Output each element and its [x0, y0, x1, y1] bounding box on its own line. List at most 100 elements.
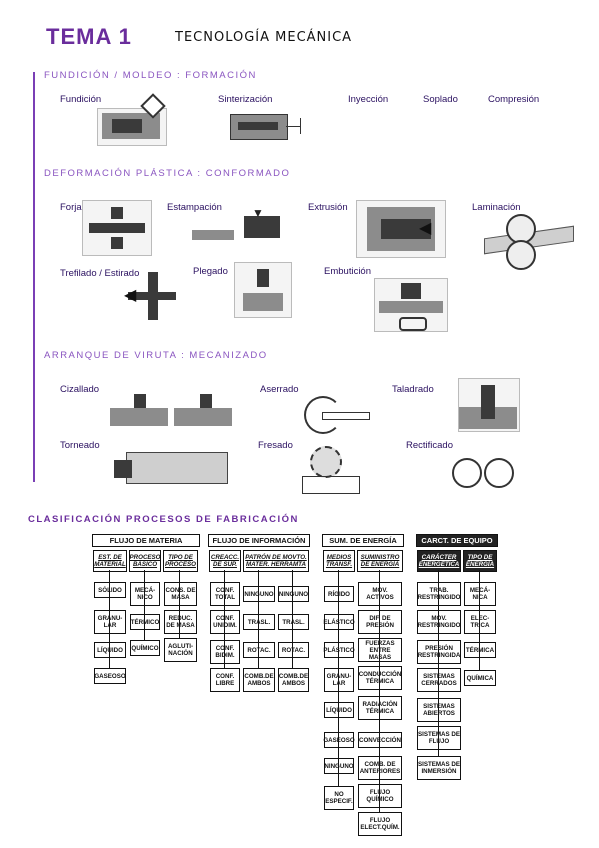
- connector-line: [224, 570, 225, 668]
- fundicion-figure: [97, 93, 167, 146]
- cell-flujo-electquim: FLUJO ELECT.QUÍM.: [358, 812, 402, 836]
- cell-sistemas-flujo: SISTEMAS DE FLUJO: [417, 726, 461, 750]
- cell-solido: SÓLIDO: [94, 582, 126, 598]
- cell-comb-anteriores: COMB. DE ANTERIORES: [358, 756, 402, 780]
- cell-ninguno-1: NINGUNO: [243, 586, 275, 602]
- embuticion-figure: [374, 278, 448, 332]
- cell-no-especif: NO ESPECIF.: [324, 786, 354, 810]
- cell-conf-total: CONF. TOTAL: [210, 582, 240, 606]
- aserrado-figure: [300, 392, 372, 436]
- sub-patron-movto: PATRÓN DE MOVTO. MATER. HERRAMTA: [243, 550, 309, 572]
- cell-ninguno-3: NINGUNO: [324, 758, 354, 774]
- cell-aglutinacion: AGLUTI-NACIÓN: [164, 638, 197, 662]
- header-flujo-informacion: FLUJO DE INFORMACIÓN: [208, 534, 310, 547]
- cell-mov-restringido: MOV. RESTRINGIDO: [417, 610, 461, 634]
- cell-trasl-1: TRASL.: [243, 614, 275, 630]
- cell-plastico: PLÁSTICO: [323, 642, 355, 658]
- cell-rigido: RÍGIDO: [324, 586, 354, 602]
- cell-presion-restringida: PRESIÓN RESTRINGIDA: [417, 640, 461, 664]
- cell-cons-masa: CONS. DE MASA: [164, 582, 197, 606]
- cell-termica: TÉRMICA: [464, 642, 496, 658]
- section-title-fundicion: FUNDICIÓN / MOLDEO : FORMACIÓN: [44, 70, 257, 81]
- page-subtitle: TECNOLOGÍA MECÁNICA: [175, 30, 353, 45]
- cell-mecanico: MECÁ-NICO: [130, 582, 160, 606]
- label-extrusion: Extrusión: [308, 202, 348, 213]
- rectificado-figure: [448, 456, 516, 488]
- sub-creacc-sup: CREACC. DE SUP.: [209, 550, 241, 572]
- section-margin-line: [33, 72, 35, 482]
- label-torneado: Torneado: [60, 440, 100, 451]
- cell-rotac-1: ROTAC.: [243, 642, 275, 658]
- cell-elastico: ELÁSTICO: [323, 614, 355, 630]
- cell-gaseoso-2: GASEOSO: [323, 732, 355, 748]
- taladrado-figure: [458, 378, 520, 432]
- section-title-deformacion: DEFORMACIÓN PLÁSTICA : CONFORMADO: [44, 168, 291, 179]
- extrusion-figure: ◀: [356, 200, 446, 258]
- cell-mov-activos: MOV. ACTIVOS: [358, 582, 402, 606]
- connector-line: [479, 570, 480, 670]
- label-plegado: Plegado: [193, 266, 228, 277]
- cell-rotac-2: ROTAC.: [278, 642, 309, 658]
- cell-ninguno-2: NINGUNO: [278, 586, 309, 602]
- cell-mecanica: MECÁ-NICA: [464, 582, 496, 606]
- connector-line: [179, 570, 180, 638]
- cell-conf-libre: CONF. LIBRE: [210, 668, 240, 692]
- cell-quimica: QUÍMICA: [464, 670, 496, 686]
- sub-tipo-energia: TIPO DE ENERGÍA: [463, 550, 497, 572]
- connector-line: [109, 570, 110, 668]
- connector-line: [438, 570, 439, 756]
- cizallado-figure: [110, 386, 236, 430]
- cell-electrica: ELEC-TRICA: [464, 610, 496, 634]
- cell-quimico: QUÍMICO: [130, 640, 160, 656]
- label-cizallado: Cizallado: [60, 384, 100, 395]
- estampacion-figure: ▼: [188, 206, 288, 250]
- label-aserrado: Aserrado: [260, 384, 299, 395]
- section-title-arranque: ARRANQUE DE VIRUTA : MECANIZADO: [44, 350, 268, 361]
- sub-est-material: EST. DE MATERIAL: [93, 550, 127, 572]
- cell-conveccion: CONVECCIÓN: [358, 732, 402, 748]
- cell-granular: GRANU-LAR: [94, 610, 126, 634]
- cell-granular-2: GRANU-LAR: [324, 668, 354, 692]
- label-embuticion: Embutición: [324, 266, 371, 277]
- cell-reduc-masa: REDUC. DE MASA: [164, 610, 197, 634]
- label-taladrado: Taladrado: [392, 384, 434, 395]
- forja-figure: [82, 200, 152, 256]
- classification-title: CLASIFICACIÓN PROCESOS DE FABRICACIÓN: [28, 514, 299, 525]
- sinterizacion-figure: [230, 108, 306, 144]
- connector-line: [379, 570, 380, 812]
- page-title: TEMA 1: [46, 24, 132, 49]
- sub-medios-transf: MEDIOS TRANSF.: [323, 550, 355, 572]
- cell-liquido: LÍQUIDO: [94, 642, 126, 658]
- cell-flujo-quimico: FLUJO QUÍMICO: [358, 784, 402, 808]
- cell-conduccion-termica: CONDUCCIÓN TÉRMICA: [358, 666, 402, 690]
- cell-sistemas-abiertos: SISTEMAS ABIERTOS: [417, 698, 461, 722]
- label-fundicion: Fundición: [60, 94, 102, 105]
- cell-radiacion-termica: RADIACIÓN TÉRMICA: [358, 696, 402, 720]
- fresado-figure: [300, 446, 362, 496]
- cell-trab-restringido: TRAB. RESTRINGIDO: [417, 582, 461, 606]
- label-compresion: Compresión: [488, 94, 540, 105]
- cell-comb-ambos-2: COMB.DE AMBOS: [278, 668, 309, 692]
- connector-line: [144, 570, 145, 640]
- connector-line: [292, 570, 293, 668]
- cell-dif-presion: DIF. DE PRESIÓN: [358, 610, 402, 634]
- label-estampacion: Estampación: [167, 202, 222, 213]
- label-inyeccion: Inyección: [348, 94, 389, 105]
- header-sum-energia: SUM. DE ENERGÍA: [322, 534, 404, 547]
- cell-gaseoso: GASEOSO: [94, 668, 126, 684]
- cell-trasl-2: TRASL.: [278, 614, 309, 630]
- cell-sistemas-inmersion: SISTEMAS DE INMERSIÓN: [417, 756, 461, 780]
- cell-comb-ambos-1: COMB.DE AMBOS: [243, 668, 275, 692]
- sub-caracter-energetica: CARÁCTER ENERGÉTICA: [417, 550, 461, 572]
- cell-conf-unidim: CONF. UNIDIM.: [210, 610, 240, 634]
- label-laminacion: Laminación: [472, 202, 521, 213]
- trefilado-figure: ◀: [124, 272, 180, 320]
- label-trefilado: Trefilado / Estirado: [60, 268, 140, 279]
- connector-line: [258, 570, 259, 668]
- cell-liquido-2: LÍQUIDO: [324, 702, 354, 718]
- sub-tipo-proceso: TIPO DE PROCESO: [163, 550, 198, 572]
- sub-proceso-basico: PROCESO BÁSICO: [129, 550, 161, 572]
- label-soplado: Soplado: [423, 94, 458, 105]
- cell-termico: TÉRMICO: [130, 614, 160, 630]
